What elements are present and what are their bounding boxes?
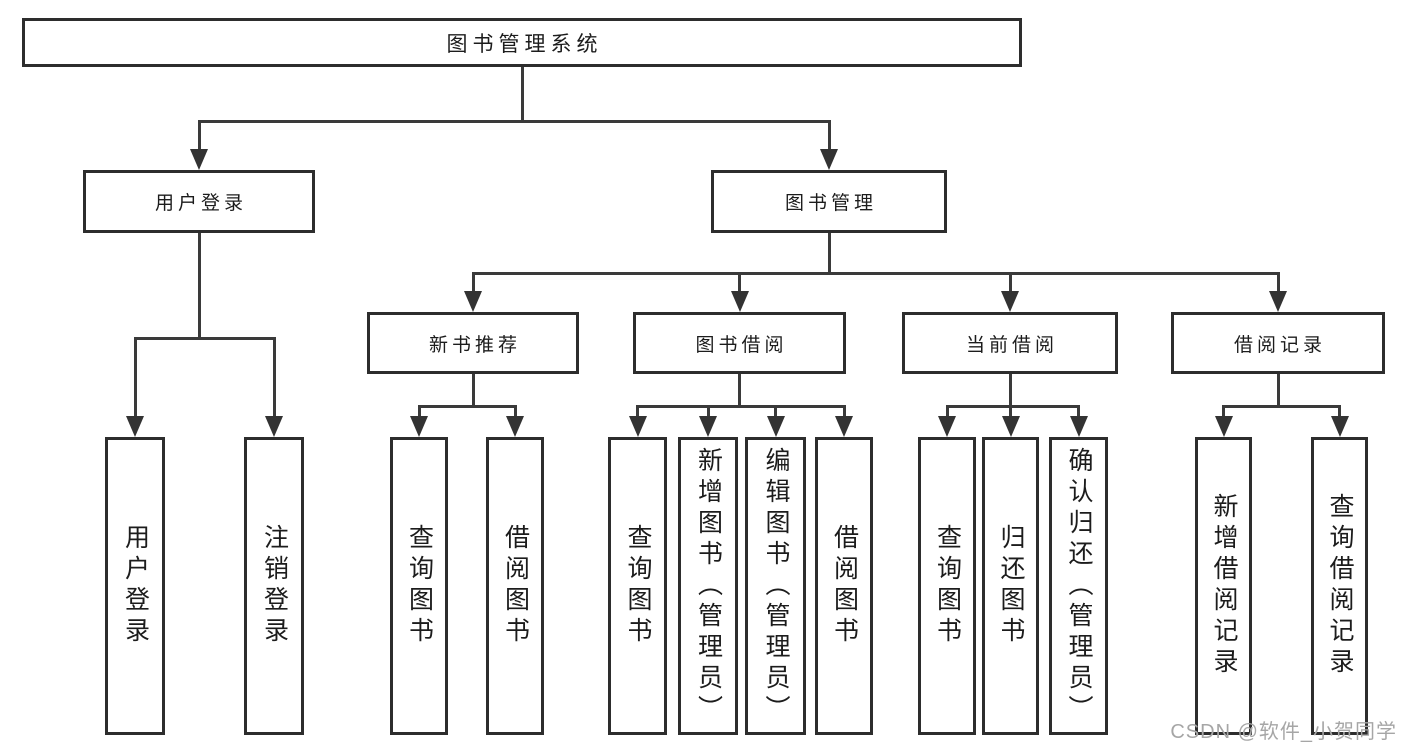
arrow-down-icon: [410, 416, 428, 437]
node-label: 查询图书: [405, 524, 434, 648]
arrow-down-icon: [766, 416, 785, 437]
node-label: 借阅图书: [830, 524, 859, 648]
arrow-down-icon: [820, 149, 838, 170]
connector-line: [636, 405, 639, 416]
node-rec-query: 查询图书: [390, 437, 448, 735]
connector-line: [1009, 405, 1012, 416]
connector-line: [133, 337, 137, 416]
node-login-logout: 注销登录: [244, 437, 304, 735]
node-label: 编辑图书（管理员）: [762, 446, 790, 726]
arrow-down-icon: [126, 416, 144, 437]
node-label: 查询借阅记录: [1326, 493, 1354, 679]
node-root: 图书管理系统: [22, 18, 1022, 67]
arrow-down-icon: [464, 291, 482, 312]
arrow-down-icon: [1269, 291, 1287, 312]
node-borrow-edit: 编辑图书（管理员）: [745, 437, 806, 735]
connector-line: [417, 405, 421, 416]
arrow-down-icon: [628, 416, 647, 437]
node-label: 注销登录: [260, 524, 289, 648]
node-label: 查询图书: [624, 524, 652, 648]
connector-line: [513, 405, 517, 416]
connector-line: [197, 233, 201, 340]
arrow-down-icon: [506, 416, 524, 437]
node-label: 借阅图书: [501, 524, 530, 648]
connector-line: [1338, 405, 1341, 416]
connector-line: [471, 374, 475, 408]
connector-line: [945, 405, 949, 416]
node-borrow-add: 新增图书（管理员）: [678, 437, 738, 735]
connector-line: [197, 120, 201, 149]
connector-line: [842, 405, 846, 416]
connector-line: [636, 405, 846, 408]
connector-line: [1008, 272, 1012, 291]
node-label: 查询图书: [933, 524, 962, 648]
node-records: 借阅记录: [1171, 312, 1385, 374]
connector-line: [774, 405, 777, 416]
arrow-down-icon: [938, 416, 956, 437]
connector-line: [520, 67, 524, 123]
node-rec: 新书推荐: [367, 312, 579, 374]
arrow-down-icon: [1001, 416, 1020, 437]
arrow-down-icon: [730, 291, 749, 312]
csdn-watermark: CSDN @软件_小贺同学: [1170, 721, 1397, 743]
node-login: 用户登录: [83, 170, 315, 233]
node-label: 确认归还（管理员）: [1065, 446, 1093, 726]
connector-line: [738, 272, 741, 291]
node-borrow-query: 查询图书: [608, 437, 667, 735]
connector-line: [133, 337, 276, 340]
connector-line: [1077, 405, 1080, 416]
node-cur-query: 查询图书: [918, 437, 976, 735]
arrow-down-icon: [699, 416, 717, 437]
connector-line: [738, 374, 741, 408]
connector-line: [197, 120, 831, 123]
node-borrow: 图书借阅: [633, 312, 846, 374]
node-login-user: 用户登录: [105, 437, 165, 735]
node-records-add: 新增借阅记录: [1195, 437, 1252, 735]
arrow-down-icon: [1214, 416, 1233, 437]
connector-line: [1008, 374, 1012, 408]
node-label: 用户登录: [121, 524, 150, 648]
node-mgmt: 图书管理: [711, 170, 947, 233]
arrow-down-icon: [1001, 291, 1019, 312]
node-borrow-borrow: 借阅图书: [815, 437, 873, 735]
node-cur-confirm: 确认归还（管理员）: [1049, 437, 1108, 735]
node-cur-return: 归还图书: [982, 437, 1039, 735]
node-current: 当前借阅: [902, 312, 1118, 374]
connector-line: [1276, 374, 1280, 408]
arrow-down-icon: [1330, 416, 1349, 437]
node-records-query: 查询借阅记录: [1311, 437, 1368, 735]
connector-line: [1222, 405, 1341, 408]
connector-line: [945, 405, 1080, 408]
connector-line: [471, 272, 475, 291]
node-rec-borrow: 借阅图书: [486, 437, 544, 735]
connector-line: [1276, 272, 1280, 291]
arrow-down-icon: [190, 149, 208, 170]
arrow-down-icon: [1069, 416, 1088, 437]
node-label: 归还图书: [997, 524, 1025, 648]
arrow-down-icon: [835, 416, 853, 437]
arrow-down-icon: [265, 416, 283, 437]
connector-line: [706, 405, 710, 416]
connector-line: [272, 337, 276, 416]
connector-line: [827, 120, 831, 149]
connector-line: [1222, 405, 1225, 416]
connector-line: [827, 233, 831, 275]
connector-line: [471, 272, 1280, 275]
connector-line: [417, 405, 517, 408]
node-label: 新增图书（管理员）: [694, 446, 723, 726]
node-label: 新增借阅记录: [1210, 493, 1238, 679]
